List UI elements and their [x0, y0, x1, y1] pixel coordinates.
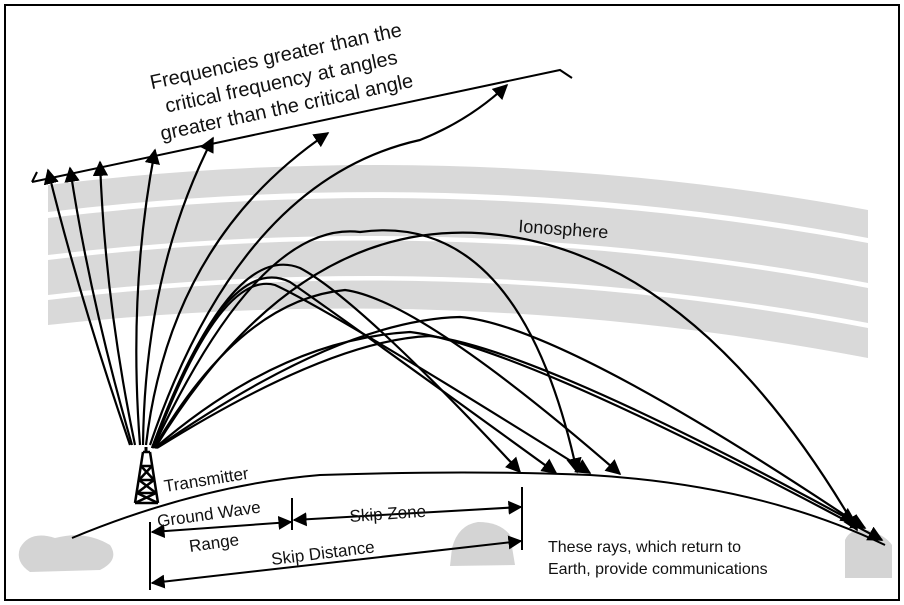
ionosphere-band-3	[48, 240, 868, 323]
returning-rays	[150, 229, 884, 541]
returning-ray	[151, 282, 592, 474]
skip-distance-arrow	[150, 535, 523, 589]
escaping-ray	[141, 136, 214, 446]
left-terrain-blob	[18, 535, 114, 572]
communications-label-line-2: Earth, provide communications	[548, 561, 768, 578]
returning-ray	[154, 231, 858, 532]
escaping-ray	[135, 148, 160, 446]
escaping-ray	[144, 132, 330, 446]
escaping-ray	[148, 83, 509, 446]
returning-ray	[156, 334, 867, 529]
returning-ray	[154, 330, 884, 541]
skip-zone-arrow	[292, 500, 523, 527]
upper-atmosphere-line-left-tick	[31, 171, 38, 183]
escaping-ray	[92, 160, 137, 446]
earth-surface	[71, 471, 886, 546]
escaping-ray	[43, 168, 132, 446]
ionosphere-band-1	[48, 165, 868, 238]
returning-ray	[155, 315, 857, 523]
communications-label-line-1: These rays, which return to	[548, 539, 741, 556]
distance-markers	[149, 487, 523, 590]
escaping-ray	[64, 166, 134, 446]
returning-ray	[150, 276, 558, 474]
ionosphere-band-2	[48, 198, 868, 283]
transmitter-tower-icon	[133, 447, 160, 505]
escaping-rays	[43, 83, 509, 446]
ground-wave-range-arrow	[150, 515, 293, 539]
